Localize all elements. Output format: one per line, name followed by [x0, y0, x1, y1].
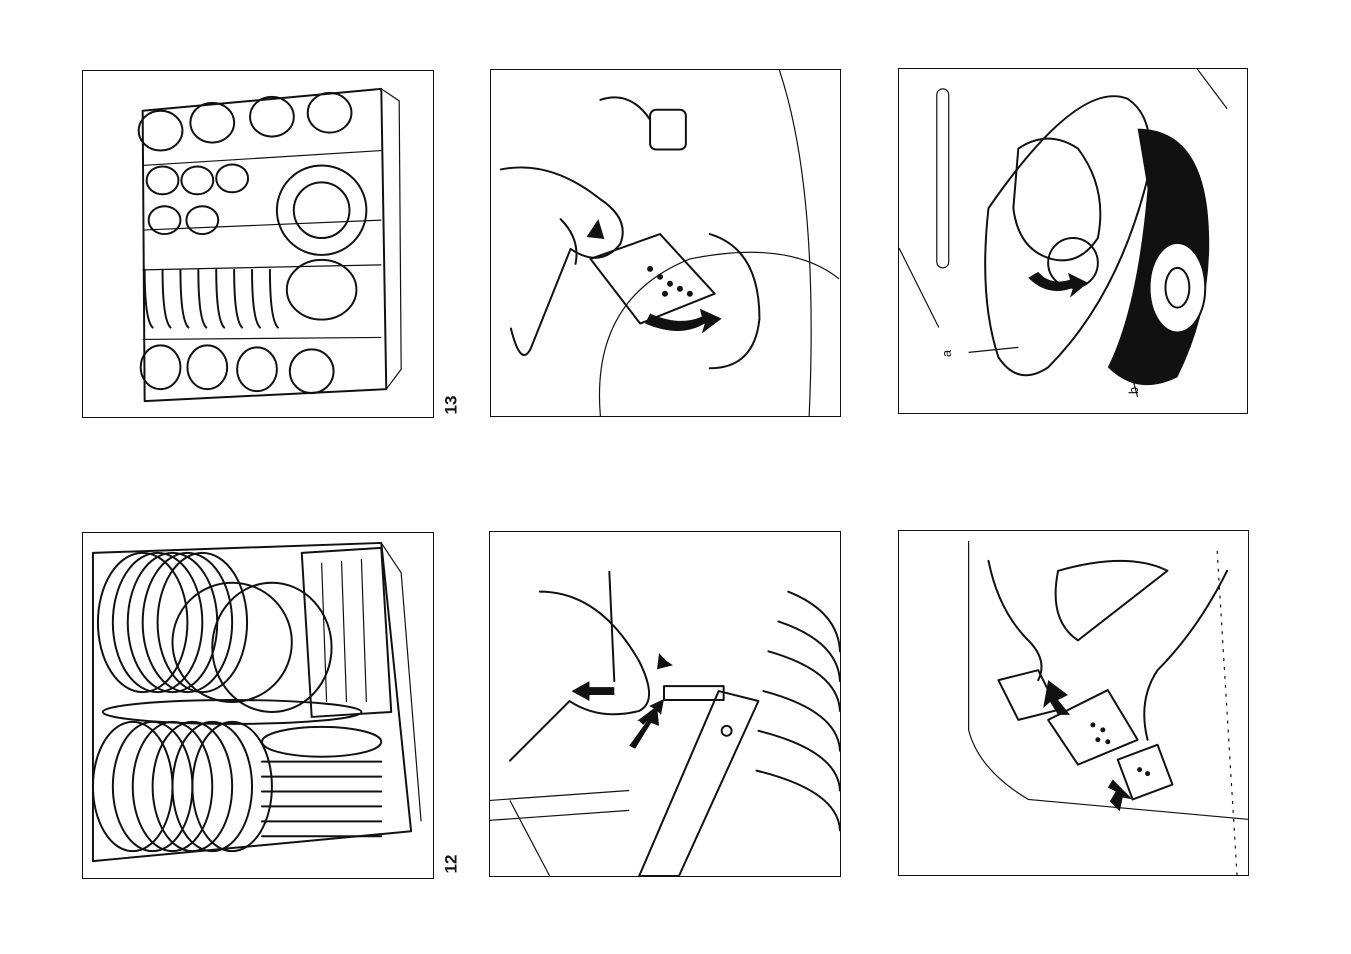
tub-interior	[969, 541, 1248, 819]
plates-in-tub	[756, 592, 840, 831]
basket-rail-stop-illustration	[489, 531, 841, 877]
side-plates-stack	[262, 727, 381, 836]
nozzle	[600, 97, 686, 149]
callout-label-b: b	[1126, 387, 1141, 394]
hand	[510, 572, 649, 761]
direction-arrows-icon	[572, 626, 677, 748]
hand	[1013, 139, 1100, 288]
hands	[988, 561, 1227, 740]
saucer-rack	[145, 260, 357, 328]
basket-frame	[93, 543, 421, 861]
tub-rail	[490, 691, 758, 876]
callout-label-a: a	[939, 350, 954, 357]
filter-plate-removal-illustration	[898, 68, 1248, 414]
upper-basket-illustration	[82, 70, 434, 418]
dinner-plates-stack	[93, 722, 272, 851]
glasses-row	[141, 345, 334, 393]
spray-arm-housing	[1108, 129, 1209, 386]
filter-removal-illustration	[490, 69, 841, 417]
figure-number-13: 13	[441, 396, 461, 415]
figure-number-12: 12	[441, 855, 461, 874]
tray	[103, 700, 362, 724]
large-plates-stack	[98, 553, 332, 712]
rotation-arrow-icon	[1028, 272, 1088, 298]
filter-cylinder	[590, 234, 759, 368]
edge-texture	[1217, 551, 1237, 875]
callout-line-a	[969, 347, 1019, 352]
lower-basket-illustration	[82, 532, 434, 879]
cups-row	[139, 93, 367, 255]
filter-separation-cleaning-illustration	[898, 530, 1249, 876]
hand	[501, 167, 623, 355]
